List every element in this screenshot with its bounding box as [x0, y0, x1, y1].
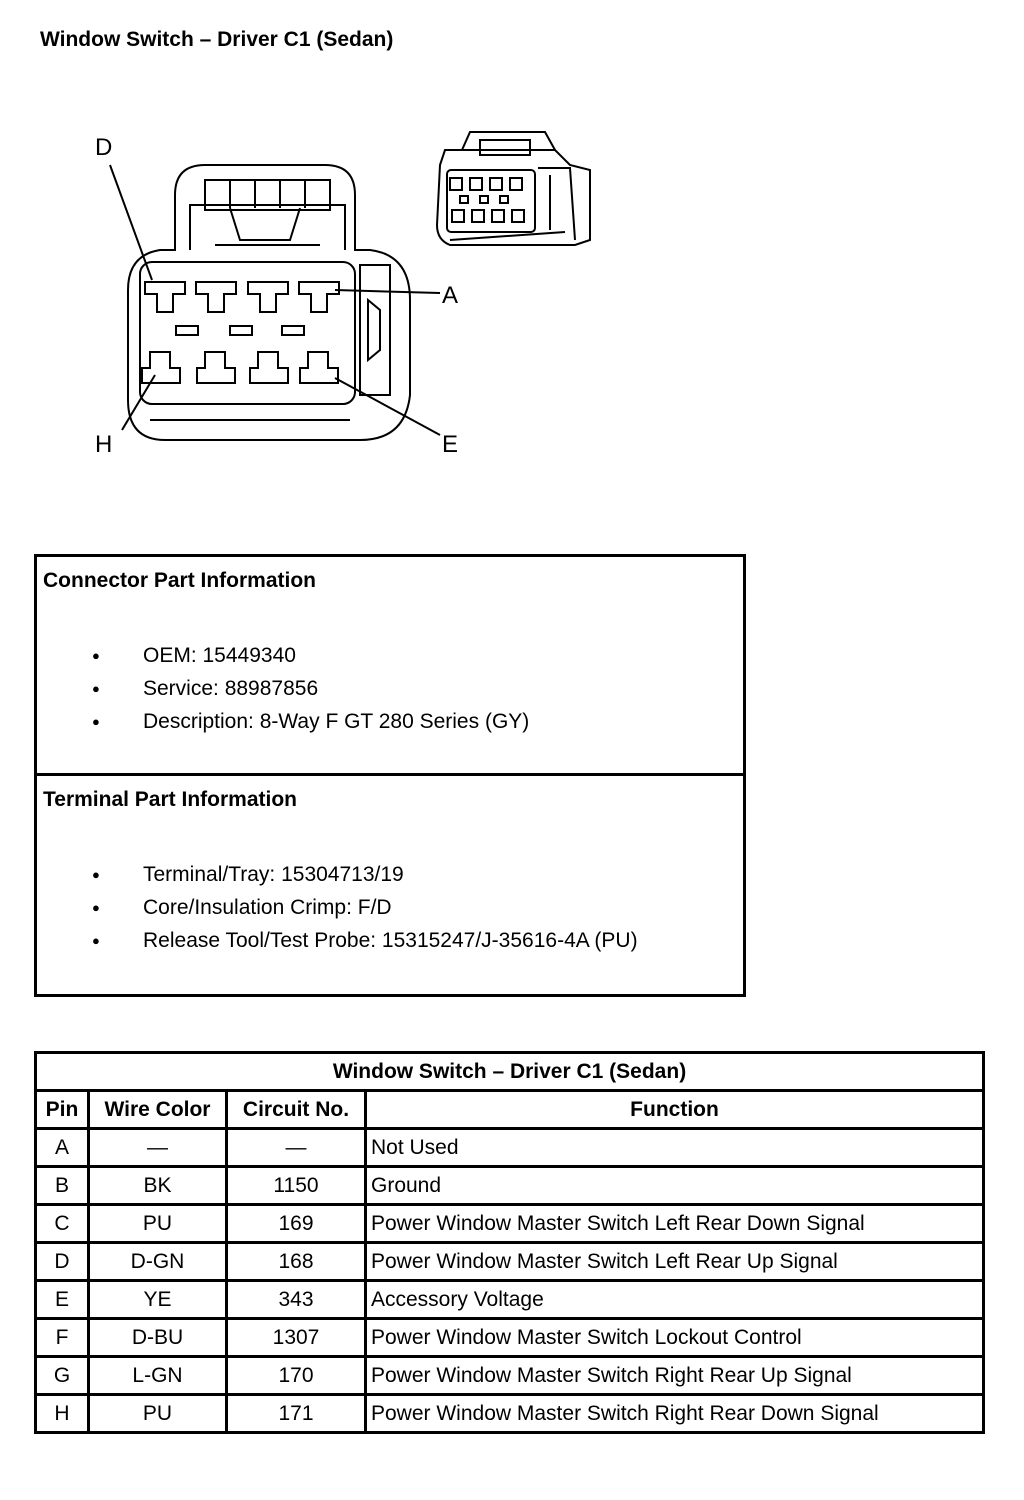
table-header-row: Pin Wire Color Circuit No. Function	[34, 1089, 985, 1130]
pin-cell: H	[34, 1393, 90, 1434]
circuit-cell: —	[225, 1127, 367, 1168]
table-row: H PU 171 Power Window Master Switch Righ…	[34, 1393, 985, 1434]
wire-color-cell: YE	[87, 1279, 228, 1320]
wire-color-cell: D-BU	[87, 1317, 228, 1358]
wire-color-cell: PU	[87, 1203, 228, 1244]
circuit-cell: 170	[225, 1355, 367, 1396]
part-info-box: Connector Part Information OEM: 15449340…	[34, 554, 746, 997]
pin-label-e: E	[442, 431, 458, 458]
terminal-info-list: Terminal/Tray: 15304713/19 Core/Insulati…	[37, 858, 638, 957]
connector-face	[139, 261, 356, 405]
list-item: Release Tool/Test Probe: 15315247/J-3561…	[37, 924, 638, 957]
connector-info-heading: Connector Part Information	[43, 569, 317, 592]
pin-cell: E	[34, 1279, 90, 1320]
column-header: Function	[364, 1089, 985, 1130]
list-item: Terminal/Tray: 15304713/19	[37, 858, 638, 891]
function-cell: Power Window Master Switch Lockout Contr…	[364, 1317, 985, 1358]
list-item: OEM: 15449340	[37, 639, 529, 672]
pin-label-h: H	[95, 431, 112, 458]
function-cell: Power Window Master Switch Right Rear Up…	[364, 1355, 985, 1396]
connector-latch	[189, 204, 346, 250]
pin-cell: A	[34, 1127, 90, 1168]
wire-color-cell: L-GN	[87, 1355, 228, 1396]
column-header: Pin	[34, 1089, 90, 1130]
table-title: Window Switch – Driver C1 (Sedan)	[34, 1051, 985, 1092]
connector-housing	[127, 164, 411, 441]
circuit-cell: 1307	[225, 1317, 367, 1358]
wire-color-cell: PU	[87, 1393, 228, 1434]
connector-iso-view	[435, 131, 591, 246]
connector-info-list: OEM: 15449340 Service: 88987856 Descript…	[37, 639, 529, 738]
list-item: Description: 8-Way F GT 280 Series (GY)	[37, 705, 529, 738]
table-row: D D-GN 168 Power Window Master Switch Le…	[34, 1241, 985, 1282]
function-cell: Accessory Voltage	[364, 1279, 985, 1320]
wire-color-cell: BK	[87, 1165, 228, 1206]
pin-label-d: D	[95, 134, 112, 161]
terminal-part-info: Terminal Part Information Terminal/Tray:…	[37, 773, 743, 994]
column-header: Wire Color	[87, 1089, 228, 1130]
page-title: Window Switch – Driver C1 (Sedan)	[40, 28, 394, 51]
circuit-cell: 168	[225, 1241, 367, 1282]
table-row: G L-GN 170 Power Window Master Switch Ri…	[34, 1355, 985, 1396]
function-cell: Power Window Master Switch Right Rear Do…	[364, 1393, 985, 1434]
pin-cell: B	[34, 1165, 90, 1206]
table-row: F D-BU 1307 Power Window Master Switch L…	[34, 1317, 985, 1358]
pin-cell: D	[34, 1241, 90, 1282]
pin-cell: F	[34, 1317, 90, 1358]
connector-part-info: Connector Part Information OEM: 15449340…	[37, 557, 743, 773]
table-row: C PU 169 Power Window Master Switch Left…	[34, 1203, 985, 1244]
terminal-info-heading: Terminal Part Information	[43, 788, 297, 811]
wire-color-cell: D-GN	[87, 1241, 228, 1282]
wire-color-cell: —	[87, 1127, 228, 1168]
pin-label-a: A	[442, 282, 458, 309]
pin-cell: G	[34, 1355, 90, 1396]
circuit-cell: 169	[225, 1203, 367, 1244]
table-row: A — — Not Used	[34, 1127, 985, 1168]
list-item: Core/Insulation Crimp: F/D	[37, 891, 638, 924]
function-cell: Power Window Master Switch Left Rear Up …	[364, 1241, 985, 1282]
function-cell: Not Used	[364, 1127, 985, 1168]
pin-cell: C	[34, 1203, 90, 1244]
circuit-cell: 1150	[225, 1165, 367, 1206]
bottom-terminals	[141, 351, 339, 384]
circuit-cell: 343	[225, 1279, 367, 1320]
table-row: B BK 1150 Ground	[34, 1165, 985, 1206]
pin-table: Window Switch – Driver C1 (Sedan) Pin Wi…	[34, 1051, 985, 1434]
table-row: E YE 343 Accessory Voltage	[34, 1279, 985, 1320]
connector-diagram: D A H E	[95, 131, 591, 458]
top-terminals	[144, 281, 340, 313]
list-item: Service: 88987856	[37, 672, 529, 705]
circuit-cell: 171	[225, 1393, 367, 1434]
function-cell: Ground	[364, 1165, 985, 1206]
function-cell: Power Window Master Switch Left Rear Dow…	[364, 1203, 985, 1244]
column-header: Circuit No.	[225, 1089, 367, 1130]
